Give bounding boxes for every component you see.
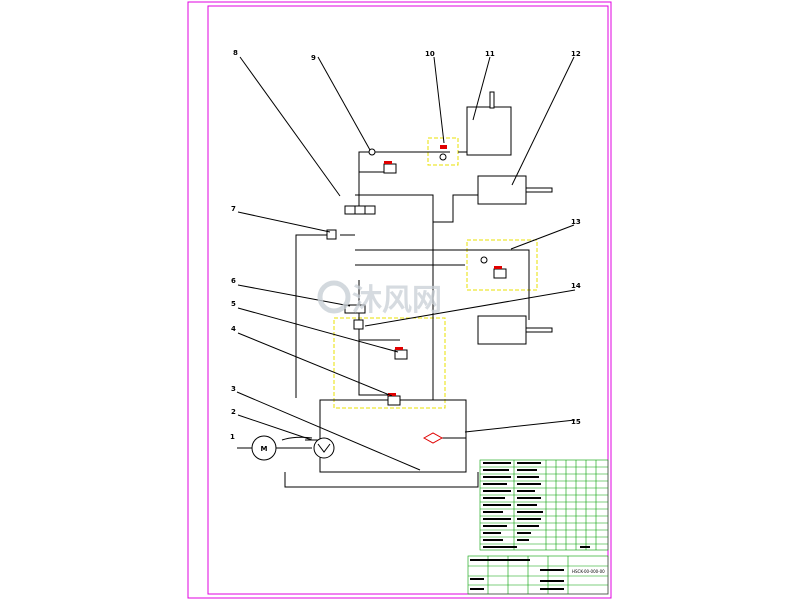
callout-8: 8 [233,49,238,57]
callout-2: 2 [231,408,236,416]
dashed-box-valves-4-6 [333,317,446,409]
valve-8-lines [355,194,434,400]
title-block: HSCK-00-000-00 [467,459,609,595]
check-valve-13 [480,256,488,264]
valve-8 [344,205,376,215]
motor-and-pump: M [251,435,335,461]
valve-9-lines [355,240,530,320]
relief-valve-upper [383,163,397,174]
cylinder-11 [466,106,512,156]
callout-5: 5 [231,300,236,308]
callout-9: 9 [311,54,316,62]
pressure-main [295,234,355,398]
filter-15 [422,432,444,444]
component-14-valve [353,319,364,330]
watermark-text: 沐风网 [352,283,442,318]
leader-lines [236,56,576,471]
hydraulic-pump [313,437,335,459]
cylinder-12-line [433,194,478,223]
parts-list-entries [470,462,590,590]
cylinder-12 [477,175,527,205]
callout-15: 15 [571,418,581,426]
watermark: 沐风网 [317,280,442,318]
callout-7: 7 [231,205,236,213]
check-valve-top [368,148,376,156]
valve-7 [326,229,337,240]
check-valves [368,145,488,264]
relief-valves [383,161,507,406]
callout-14: 14 [571,282,581,290]
callout-10: 10 [425,50,435,58]
callout-numbers: 1 2 3 4 5 6 7 8 9 10 11 12 13 14 15 [230,49,581,441]
callout-11: 11 [485,50,495,58]
callout-6: 6 [231,277,236,285]
callout-12: 12 [571,50,581,58]
lower-branch [358,280,400,396]
cylinder-14 [477,315,527,345]
callout-4: 4 [231,325,236,333]
callout-13: 13 [571,218,581,226]
upper-return [358,151,450,210]
inner-frame [207,5,609,595]
outer-frame [187,1,612,599]
callout-3: 3 [231,385,236,393]
check-valve-10 [439,153,447,161]
motor-symbol-letter: M [261,445,268,453]
relief-valve-4 [387,395,401,406]
watermark-logo-icon [317,280,351,314]
relief-valve-13 [493,268,507,279]
callout-1: 1 [230,433,235,441]
drawing-number: HSCK-00-000-00 [572,569,605,574]
dashed-box-valve-13 [466,239,538,291]
parts-list-grid [467,459,609,595]
tank-outline [319,399,467,473]
